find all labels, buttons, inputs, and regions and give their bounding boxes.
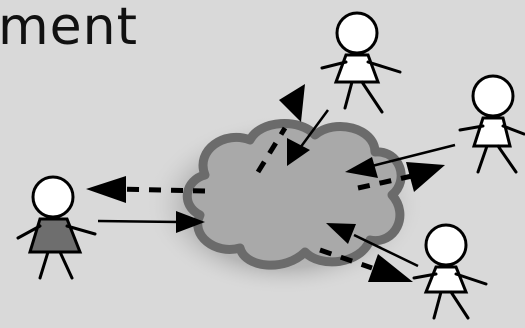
figure-bottom-right-head	[426, 225, 466, 265]
figure-right-body	[474, 118, 510, 146]
figure-right-head	[473, 76, 513, 116]
figure-left-body	[30, 219, 80, 252]
figure-top-body	[336, 55, 378, 82]
figure-bottom-right-body	[426, 267, 466, 292]
figure-top-head	[337, 13, 377, 53]
figure-bottom-right	[414, 225, 486, 318]
figure-right	[460, 76, 524, 172]
figure-left	[18, 177, 95, 278]
figure-left-head	[33, 177, 73, 217]
figure-top	[322, 13, 400, 112]
